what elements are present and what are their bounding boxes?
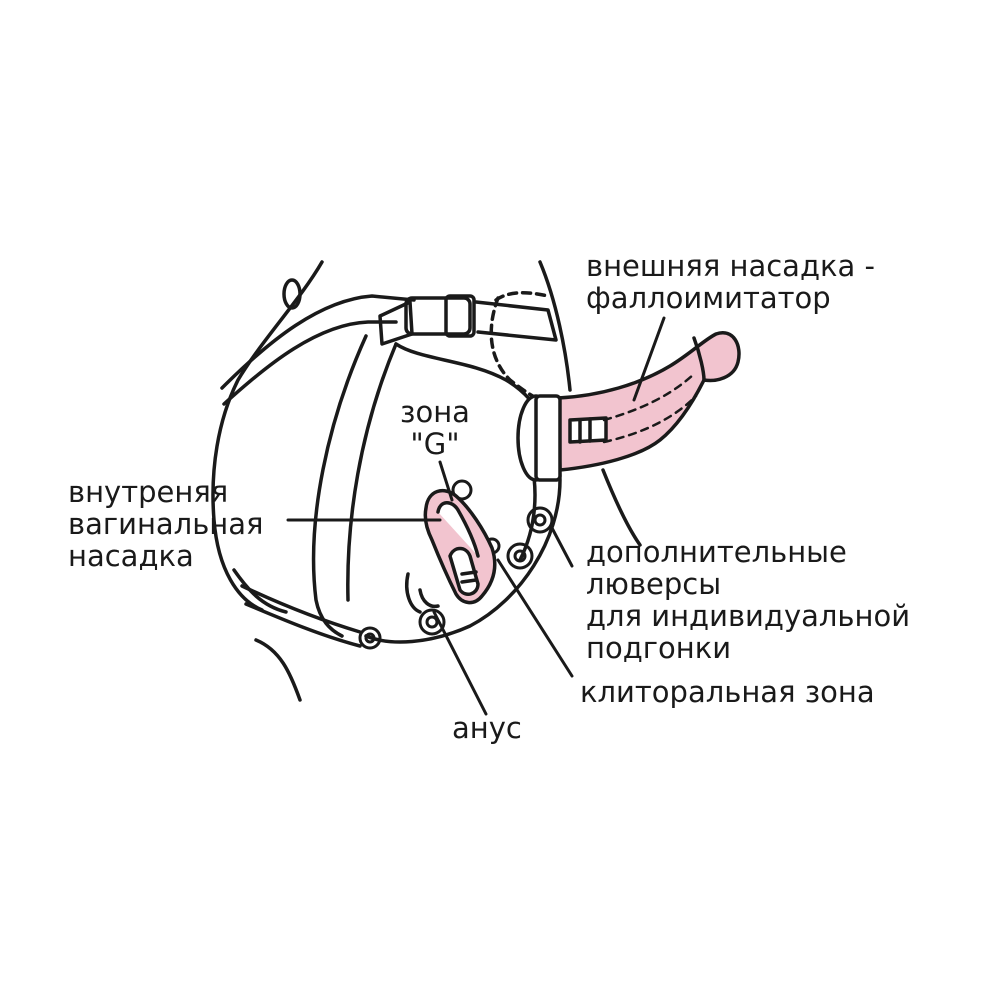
- buckle-strap: [378, 300, 414, 346]
- label-g-zone: зона "G": [392, 396, 478, 460]
- leader-g-zone: [438, 460, 454, 502]
- internal-attachment-cavity: [436, 501, 480, 558]
- internal-attachment: [423, 488, 497, 605]
- hip-strap: [220, 294, 416, 390]
- eyelet: [418, 608, 446, 636]
- pad-contour: [364, 342, 562, 644]
- eyelet: [506, 542, 534, 570]
- label-line: клиторальная зона: [580, 675, 875, 709]
- label-line: зона: [400, 395, 470, 429]
- label-anus: анус: [452, 712, 522, 744]
- front-strap-outer: [311, 334, 368, 638]
- leader-clitoral-zone: [496, 558, 574, 678]
- dildo-dashed-core: [602, 394, 698, 444]
- buckle-inner: [444, 294, 476, 338]
- leader-anus: [432, 610, 488, 716]
- label-line: дополнительные: [586, 535, 847, 569]
- eyelet: [533, 513, 547, 527]
- label-line: вагинальная: [68, 507, 264, 541]
- label-line: для индивидуальной: [586, 599, 911, 633]
- body-fold: [405, 572, 422, 614]
- leg-outline-back: [254, 638, 302, 702]
- dashed-strap-top: [494, 291, 550, 302]
- leader-external-attachment: [632, 316, 666, 402]
- leg-strap-lower: [244, 602, 362, 648]
- label-line: люверсы: [586, 567, 722, 601]
- label-clitoral-zone: клиторальная зона: [580, 676, 875, 708]
- eyelet: [526, 506, 554, 534]
- label-line: "G": [410, 427, 460, 461]
- internal-attachment-tip: [448, 546, 480, 596]
- leg-strap-upper: [240, 584, 362, 634]
- body-outline-back: [211, 260, 324, 612]
- internal-attachment-ring: [460, 578, 478, 584]
- label-line: подгонки: [586, 631, 732, 665]
- leader-lines: [286, 316, 666, 716]
- eyelet: [358, 626, 382, 650]
- buttock-line: [232, 568, 288, 614]
- hip-strap-right: [474, 300, 558, 342]
- label-eyelets: дополнительные люверсы для индивидуально…: [586, 536, 910, 664]
- body-outline-front: [538, 260, 572, 392]
- buckle: [404, 296, 472, 336]
- eyelet: [513, 549, 527, 563]
- eyelet: [425, 615, 439, 629]
- eyelet: [451, 479, 473, 501]
- label-line: фаллоимитатор: [586, 281, 831, 315]
- label-line: внешняя насадка -: [586, 249, 875, 283]
- side-knob: [282, 278, 302, 310]
- label-line: анус: [452, 711, 522, 745]
- label-line: внутреняя: [68, 475, 229, 509]
- dildo-glans-line: [692, 336, 706, 382]
- dildo-connector: [568, 416, 608, 444]
- leader-eyelets: [550, 526, 574, 568]
- dildo-dashed-core: [602, 372, 696, 422]
- body-fold: [418, 588, 440, 609]
- hip-strap-lower: [222, 320, 398, 406]
- eyelet: [364, 632, 376, 644]
- dildo-base: [534, 394, 562, 482]
- label-internal-attachment: внутреняя вагинальная насадка: [68, 476, 263, 572]
- label-line: насадка: [68, 539, 194, 573]
- dashed-strap: [489, 296, 550, 406]
- dildo-shaft: [556, 331, 741, 472]
- eyelets-group: [358, 462, 558, 650]
- internal-attachment-ring: [460, 570, 478, 576]
- front-strap-inner: [346, 342, 398, 602]
- label-external-attachment: внешняя насадка - фаллоимитатор: [586, 250, 875, 314]
- leg-outline-front: [601, 468, 642, 547]
